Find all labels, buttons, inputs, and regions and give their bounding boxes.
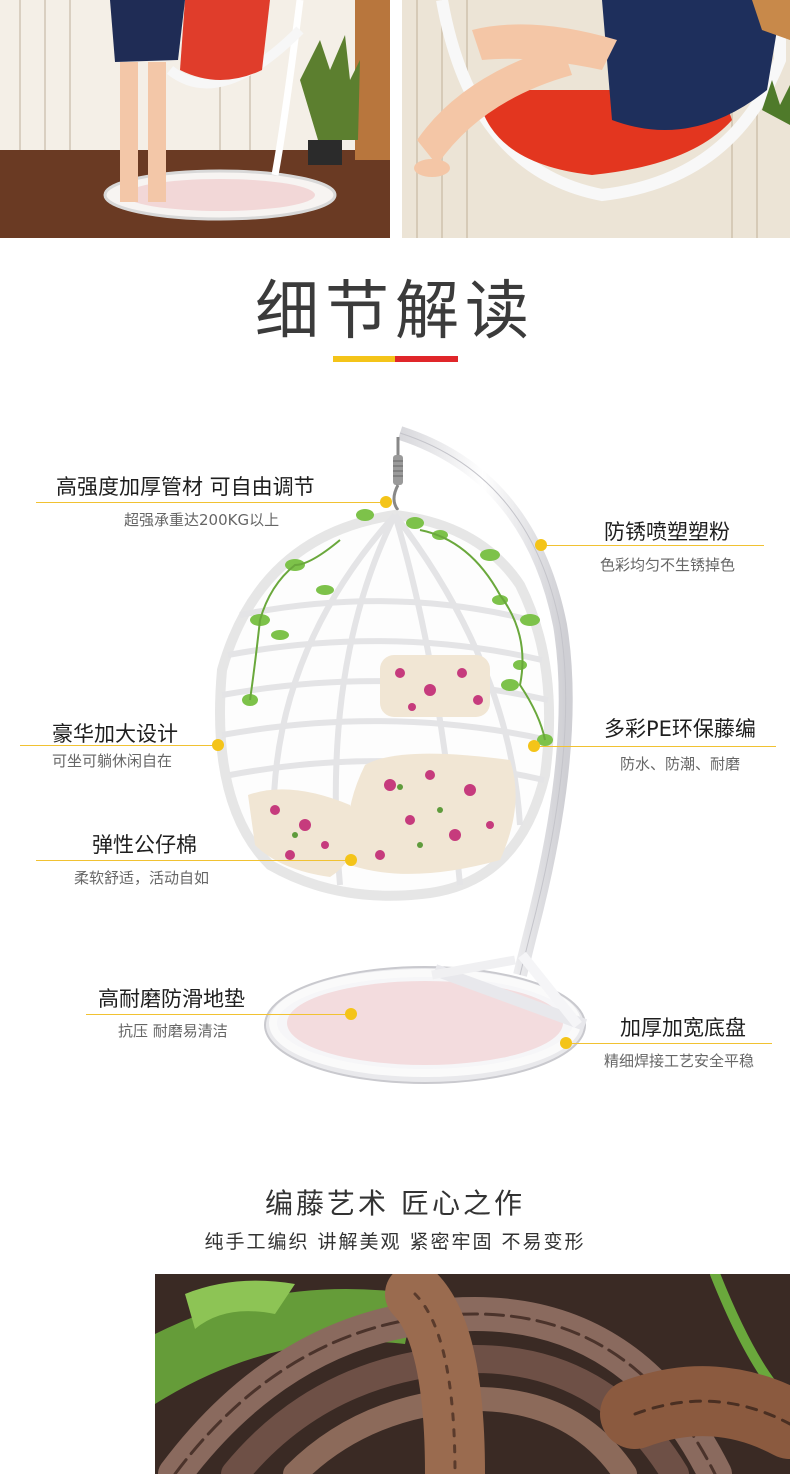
feature-3-subtitle: 可坐可躺休闲自在 (52, 752, 173, 770)
feature-4-title: 多彩PE环保藤编 (604, 717, 756, 741)
feature-3-dot (212, 739, 224, 751)
product-photo-standing (0, 0, 390, 238)
section-title: 细节解读 (255, 275, 535, 349)
feature-5-subtitle: 柔软舒适，活动自如 (74, 869, 210, 887)
feature-6-subtitle: 抗压 耐磨易清洁 (118, 1022, 228, 1040)
feature-3-title: 豪华加大设计 (52, 722, 178, 746)
feature-4-line (534, 746, 776, 747)
feature-2-line (540, 545, 764, 546)
feature-6-line (86, 1014, 352, 1015)
feature-6-title: 高耐磨防滑地垫 (98, 987, 245, 1011)
title-underline-red (395, 356, 458, 362)
rattan-closeup-photo (155, 1274, 790, 1474)
title-underline-yellow (333, 356, 395, 362)
feature-4-subtitle: 防水、防潮、耐磨 (620, 755, 741, 773)
feature-7-line (566, 1043, 772, 1044)
feature-2-subtitle: 色彩均匀不生锈掉色 (600, 556, 736, 574)
feature-1-subtitle: 超强承重达200KG以上 (124, 511, 280, 529)
hanging-chair-illustration (215, 426, 588, 1084)
feature-7-title: 加厚加宽底盘 (620, 1016, 746, 1040)
feature-5-title: 弹性公仔棉 (92, 833, 197, 857)
feature-7-subtitle: 精细焊接工艺安全平稳 (604, 1052, 755, 1070)
feature-1-line (36, 502, 388, 503)
feature-7-dot (560, 1037, 572, 1049)
feature-2-title: 防锈喷塑塑粉 (604, 520, 730, 544)
feature-2-dot (535, 539, 547, 551)
feature-1-title: 高强度加厚管材 可自由调节 (56, 475, 315, 499)
feature-3-line (20, 745, 218, 746)
feature-5-line (36, 860, 352, 861)
feature-6-dot (345, 1008, 357, 1020)
craft-heading: 编藤艺术 匠心之作 (265, 1187, 525, 1220)
feature-4-dot (528, 740, 540, 752)
feature-1-dot (380, 496, 392, 508)
feature-5-dot (345, 854, 357, 866)
craft-subheading: 纯手工编织 讲解美观 紧密牢固 不易变形 (204, 1231, 586, 1253)
product-photo-sitting (402, 0, 790, 238)
